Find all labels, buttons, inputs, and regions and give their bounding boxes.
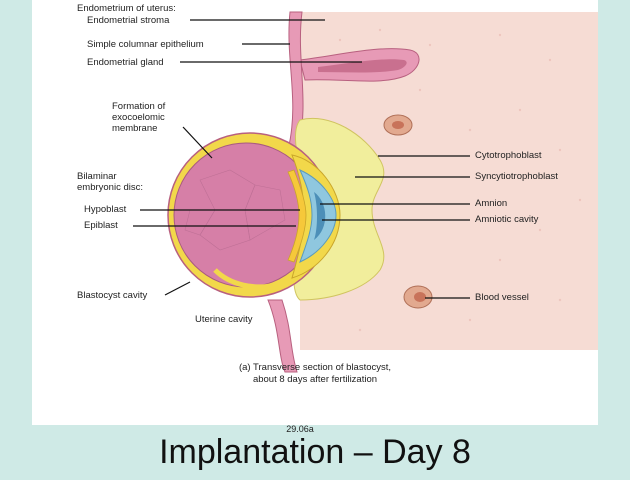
endometrium-heading-label: Endometrium of uterus: [77,3,176,14]
uterine-cavity-label: Uterine cavity [195,314,253,325]
syncytiotrophoblast-label: Syncytiotrophoblast [475,171,558,182]
figure-number: 29.06a [286,424,314,434]
endometrial-gland-label: Endometrial gland [87,57,164,68]
epiblast-label: Epiblast [84,220,118,231]
exocoelomic-label-line1: Formation of [112,101,166,112]
gland-lumen [318,59,407,73]
exocoelomic-label-line2: exocoelomic [112,112,165,123]
slide-title: Implantation – Day 8 [159,433,471,471]
blastocyst-cavity-label: Blastocyst cavity [77,290,148,301]
amnion-label: Amnion [475,198,508,209]
figure-caption: (a) Transverse section of blastocyst, ab… [190,362,440,386]
endometrial-stroma-label: Endometrial stroma [87,15,170,26]
lower-epithelium [267,299,298,373]
exocoelomic-membrane [208,136,261,151]
hypoblast-label: Hypoblast [84,204,127,215]
cytotrophoblast-label: Cytotrophoblast [475,150,542,161]
caption-line2: about 8 days after fertilization [252,374,378,385]
blood-vessel-label: Blood vessel [475,292,529,303]
amniotic-cavity-label: Amniotic cavity [475,214,539,225]
simple-columnar-epithelium-label: Simple columnar epithelium [87,39,204,50]
epiblast-layer [287,169,307,263]
stroma-texture [338,28,582,332]
exocoelomic-label-line3: membrane [112,123,158,134]
leader-lines [133,19,470,299]
bilaminar-label-line1: Bilaminar [77,171,117,182]
caption-line1: (a) Transverse section of blastocyst, [238,362,392,373]
bilaminar-label-line2: embryonic disc: [77,182,143,193]
